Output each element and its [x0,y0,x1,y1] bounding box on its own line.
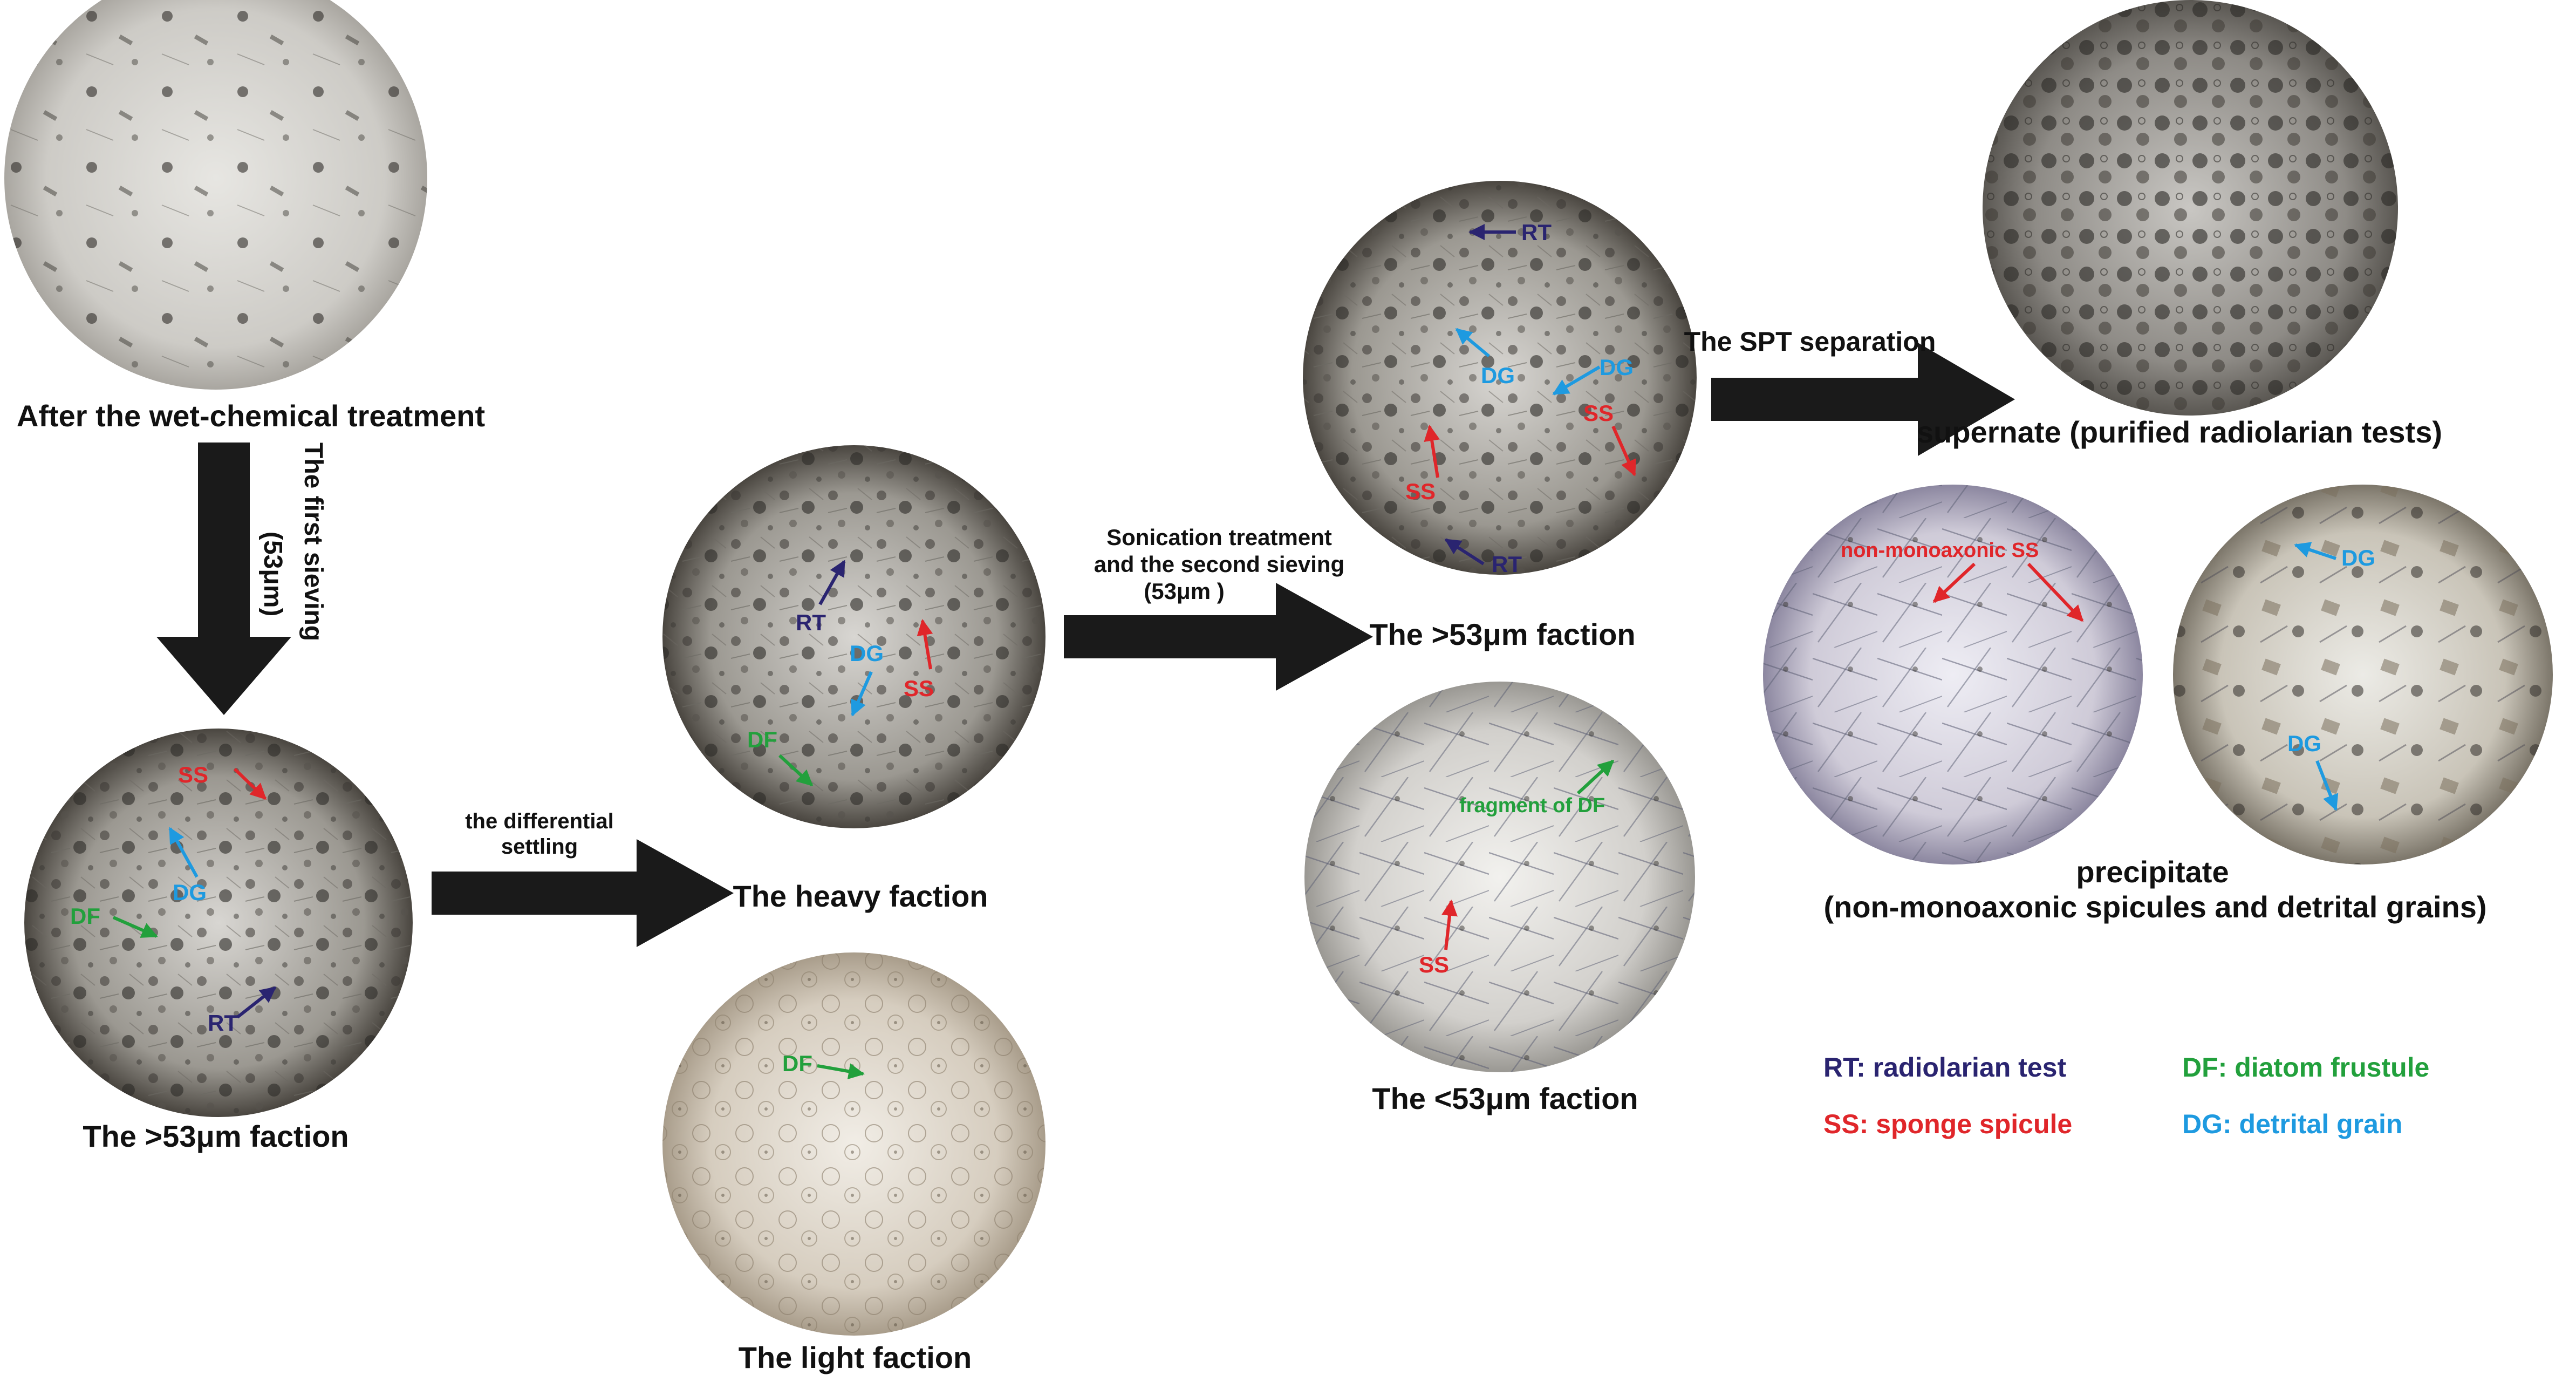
annotation-dg: DG [173,880,207,905]
caption-wet-chemical: After the wet-chemical treatment [17,399,485,433]
sonication-line1: Sonication treatment [1106,525,1332,550]
micrograph-precipitate-spicules [1763,485,2143,865]
caption-precipitate-detail: (non-monoaxonic spicules and detrital gr… [1823,890,2486,924]
caption-gt53-second: The >53μm faction [1369,617,1635,651]
micrograph-wet-chemical [4,0,427,390]
annotation-ss: SS [1419,952,1449,977]
caption-precipitate: precipitate [2076,855,2229,889]
first-sieving-mesh-label: (53μm) [258,532,287,616]
annotation-dg: DG [1600,355,1634,380]
caption-heavy-faction: The heavy faction [733,879,988,913]
annotation-non-monoaxonic-ss: non-monoaxonic SS [1841,539,2039,562]
micrograph-supernate [1983,0,2398,416]
spt-separation-label: The SPT separation [1684,326,1936,357]
legend-df: DF: diatom frustule [2182,1052,2429,1083]
spt-separation-arrow [1711,343,2015,456]
sonication-arrow [1064,583,1373,691]
caption-light-faction: The light faction [739,1340,972,1374]
legend-rt: RT: radiolarian test [1823,1052,2066,1083]
sonication-line3: (53μm ) [1144,578,1224,604]
annotation-rt: RT [796,610,826,635]
caption-gt53-first: The >53μm faction [83,1119,349,1153]
annotation-dg: DG [2287,731,2321,756]
caption-supernate: supernate (purified radiolarian tests) [1917,415,2442,449]
legend-dg: DG: detrital grain [2182,1109,2402,1139]
legend-ss: SS: sponge spicule [1823,1109,2072,1139]
annotation-df: DF [747,727,777,752]
annotation-dg: DG [2341,545,2375,570]
differential-settling-line1: the differential [465,809,614,833]
micrograph-lt53-faction [1304,682,1695,1072]
micrograph-light-faction [662,952,1046,1336]
first-sieving-text: The first sieving [299,443,327,641]
differential-settling-line2: settling [501,835,578,859]
micrograph-precipitate-grains [2173,485,2553,865]
annotation-dg: DG [850,641,884,666]
legend: RT: radiolarian test SS: sponge spicule … [1823,1052,2429,1139]
annotation-df: DF [782,1051,812,1076]
micrograph-gt53-first [24,729,413,1117]
annotation-df: DF [70,903,100,929]
first-sieving-arrow [156,443,291,715]
annotation-fragment-df: fragment of DF [1459,794,1605,817]
annotation-ss: SS [1583,400,1614,426]
annotation-ss: SS [1405,479,1436,504]
annotation-rt: RT [1521,220,1552,245]
annotation-ss: SS [178,762,208,787]
annotation-rt: RT [1492,552,1522,577]
differential-settling-arrow [432,839,734,947]
annotation-dg: DG [1481,363,1515,388]
caption-lt53-faction: The <53μm faction [1372,1081,1638,1115]
micrograph-gt53-second [1303,181,1697,575]
micrograph-heavy-faction [662,445,1046,828]
annotation-ss: SS [904,676,934,701]
first-sieving-mesh-text: (53μm) [258,532,287,616]
annotation-rt: RT [208,1010,238,1036]
sonication-line2: and the second sieving [1094,552,1344,577]
first-sieving-label: The first sieving [299,443,327,641]
